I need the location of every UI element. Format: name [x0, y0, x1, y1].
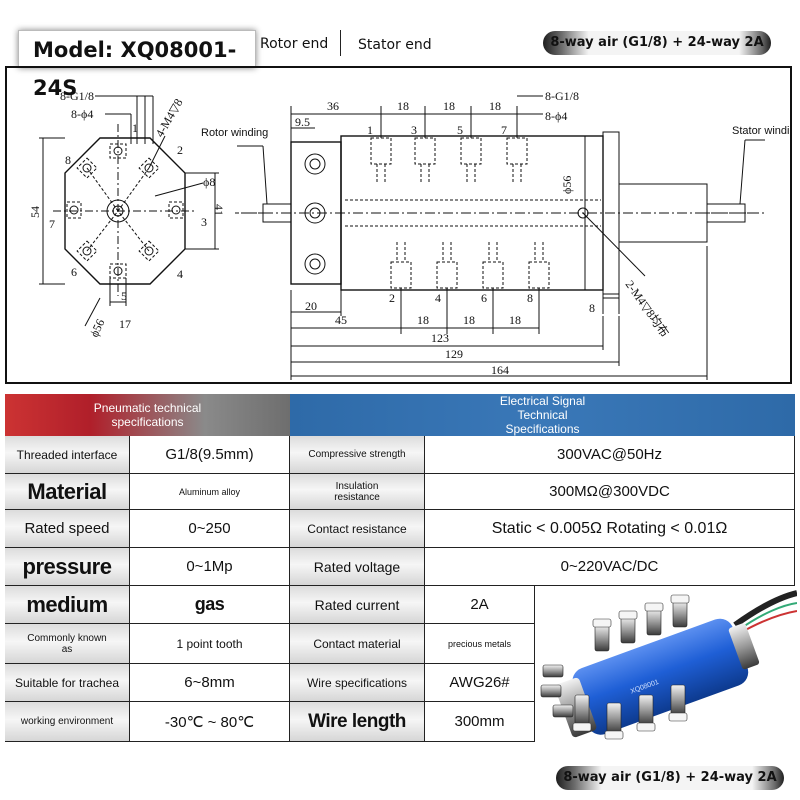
svg-text:4-M4▽8: 4-M4▽8 [152, 96, 185, 139]
svg-text:18: 18 [417, 313, 429, 327]
svg-text:20: 20 [305, 299, 317, 313]
svg-text:36: 36 [327, 99, 339, 113]
svg-text:4: 4 [435, 291, 441, 305]
spec-table: Pneumatic technical specifications Elect… [5, 394, 795, 742]
row-value: 2A [425, 586, 535, 624]
svg-text:4: 4 [177, 267, 183, 281]
svg-text:ϕ56: ϕ56 [560, 176, 574, 194]
svg-text:5: 5 [457, 123, 463, 137]
spec-badge-bottom: 8-way air (G1/8) + 24-way 2A [556, 766, 784, 790]
row-value: Static < 0.005Ω Rotating < 0.01Ω [425, 510, 795, 548]
svg-text:ϕ8: ϕ8 [203, 175, 215, 189]
svg-text:Rotor winding: Rotor winding [201, 127, 268, 139]
electrical-header: Electrical Signal Technical Specificatio… [290, 394, 795, 436]
svg-text:18: 18 [443, 99, 455, 113]
svg-text:18: 18 [397, 99, 409, 113]
model-title: Model: XQ08001-24S [18, 30, 256, 100]
svg-text:164: 164 [491, 363, 509, 377]
row-label: Contact resistance [290, 510, 425, 548]
svg-text:8-ϕ4: 8-ϕ4 [71, 107, 93, 121]
pneumatic-header: Pneumatic technical specifications [5, 394, 290, 436]
rotor-end-label: Rotor end [260, 36, 329, 52]
row-label: Compressive strength [290, 436, 425, 474]
row-label: Contact material [290, 624, 425, 664]
row-value: 1 point tooth [130, 624, 290, 664]
svg-text:45: 45 [335, 313, 347, 327]
row-label: working environment [5, 702, 130, 742]
svg-text:9.5: 9.5 [295, 115, 310, 129]
product-image: XQ08001 [535, 585, 798, 755]
row-label: Threaded interface [5, 436, 130, 474]
svg-text:8: 8 [589, 301, 595, 315]
end-view [39, 95, 219, 327]
technical-drawing: 8-G1/8 8-ϕ4 4-M4▽8 ϕ8 54 41 ϕ56 17 1 2 3… [5, 66, 792, 384]
row-label: Insulation resistance [290, 474, 425, 510]
row-label: Rated speed [5, 510, 130, 548]
svg-text:8: 8 [527, 291, 533, 305]
svg-text:Stator windi: Stator windi [732, 125, 789, 137]
row-value: gas [130, 586, 290, 624]
row-label: medium [5, 586, 130, 624]
svg-text:2: 2 [389, 291, 395, 305]
svg-text:ϕ56: ϕ56 [87, 317, 107, 340]
svg-text:1: 1 [132, 121, 138, 135]
row-value: Aluminum alloy [130, 474, 290, 510]
svg-text:8: 8 [65, 153, 71, 167]
svg-text:6: 6 [481, 291, 487, 305]
stator-end-label: Stator end [358, 37, 432, 53]
row-value: 300mm [425, 702, 535, 742]
row-value: -30℃ ~ 80℃ [130, 702, 290, 742]
svg-text:18: 18 [489, 99, 501, 113]
svg-text:3: 3 [201, 215, 207, 229]
svg-text:8-ϕ4: 8-ϕ4 [545, 109, 567, 123]
row-label: Rated voltage [290, 548, 425, 586]
svg-text:18: 18 [509, 313, 521, 327]
svg-text:6: 6 [71, 265, 77, 279]
row-label: Commonly known as [5, 624, 130, 664]
svg-text:129: 129 [445, 347, 463, 361]
row-value: G1/8(9.5mm) [130, 436, 290, 474]
row-value: 300VAC@50Hz [425, 436, 795, 474]
row-value: 0~250 [130, 510, 290, 548]
svg-text:54: 54 [28, 206, 42, 218]
svg-text:7: 7 [501, 123, 507, 137]
svg-text:17: 17 [119, 317, 131, 331]
svg-text:2: 2 [177, 143, 183, 157]
row-value: 300MΩ@300VDC [425, 474, 795, 510]
row-value: 6~8mm [130, 664, 290, 702]
svg-text:8-G1/8: 8-G1/8 [60, 89, 94, 103]
svg-text:1: 1 [367, 123, 373, 137]
svg-text:41: 41 [212, 204, 226, 216]
row-label: Wire length [290, 702, 425, 742]
svg-text:8-G1/8: 8-G1/8 [545, 89, 579, 103]
svg-text:2-M4▽8均布: 2-M4▽8均布 [623, 278, 672, 340]
row-label: Rated current [290, 586, 425, 624]
row-label: Suitable for trachea [5, 664, 130, 702]
svg-text:123: 123 [431, 331, 449, 345]
row-label: pressure [5, 548, 130, 586]
row-label: Material [5, 474, 130, 510]
spec-badge-top: 8-way air (G1/8) + 24-way 2A [543, 31, 771, 55]
svg-text:5: 5 [121, 289, 127, 303]
row-label: Wire specifications [290, 664, 425, 702]
row-value: 0~1Mp [130, 548, 290, 586]
row-value: 0~220VAC/DC [425, 548, 795, 586]
svg-text:3: 3 [411, 123, 417, 137]
svg-text:7: 7 [49, 217, 55, 231]
side-view [235, 95, 765, 380]
svg-text:18: 18 [463, 313, 475, 327]
row-value: AWG26# [425, 664, 535, 702]
header-divider [340, 30, 341, 56]
row-value: precious metals [425, 624, 535, 664]
